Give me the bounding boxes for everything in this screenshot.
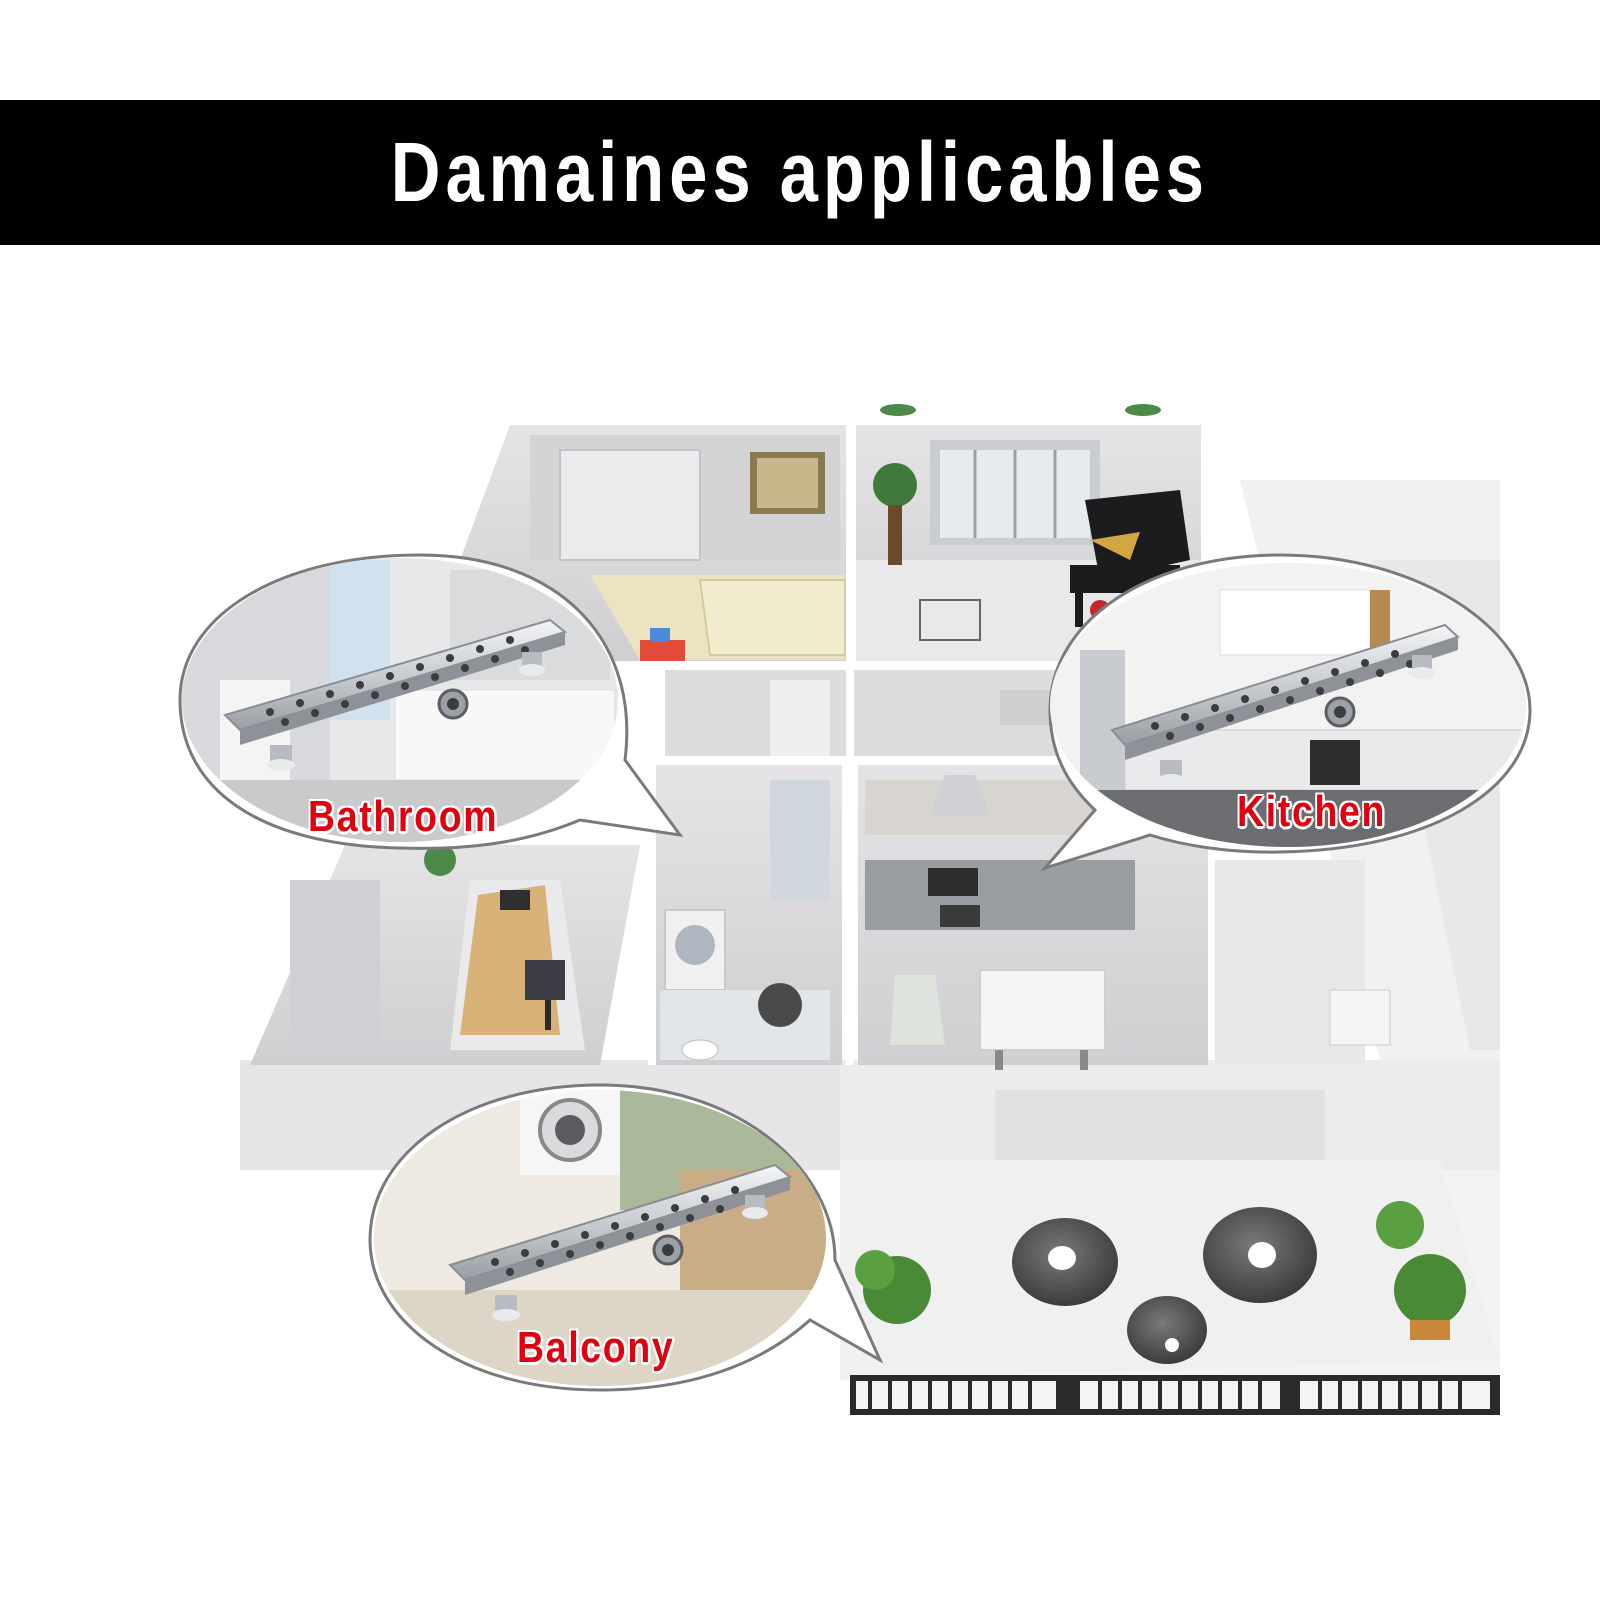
callout-label-kitchen: Kitchen (1237, 787, 1387, 836)
callout-label-balcony: Balcony (517, 1323, 675, 1372)
room-kitchen-dining (858, 765, 1391, 1070)
room-office (250, 844, 640, 1065)
plant-icon (855, 1201, 1466, 1340)
linear-drain-icon (223, 618, 568, 771)
title-banner: Damaines applicables (0, 100, 1600, 245)
room-laundry (652, 765, 842, 1065)
linear-drain-icon (1110, 623, 1460, 786)
plant-icon (873, 463, 917, 565)
callout-bathroom (178, 553, 684, 850)
callout-balcony (368, 1083, 884, 1392)
pouf-icon (1012, 1207, 1317, 1364)
linear-drain-icon (448, 1163, 793, 1321)
balcony-railing (850, 1375, 1500, 1415)
callout-kitchen (1040, 553, 1532, 872)
balcony-area (840, 1090, 1500, 1415)
banner-title: Damaines applicables (390, 125, 1210, 219)
callout-label-bathroom: Bathroom (308, 792, 499, 841)
